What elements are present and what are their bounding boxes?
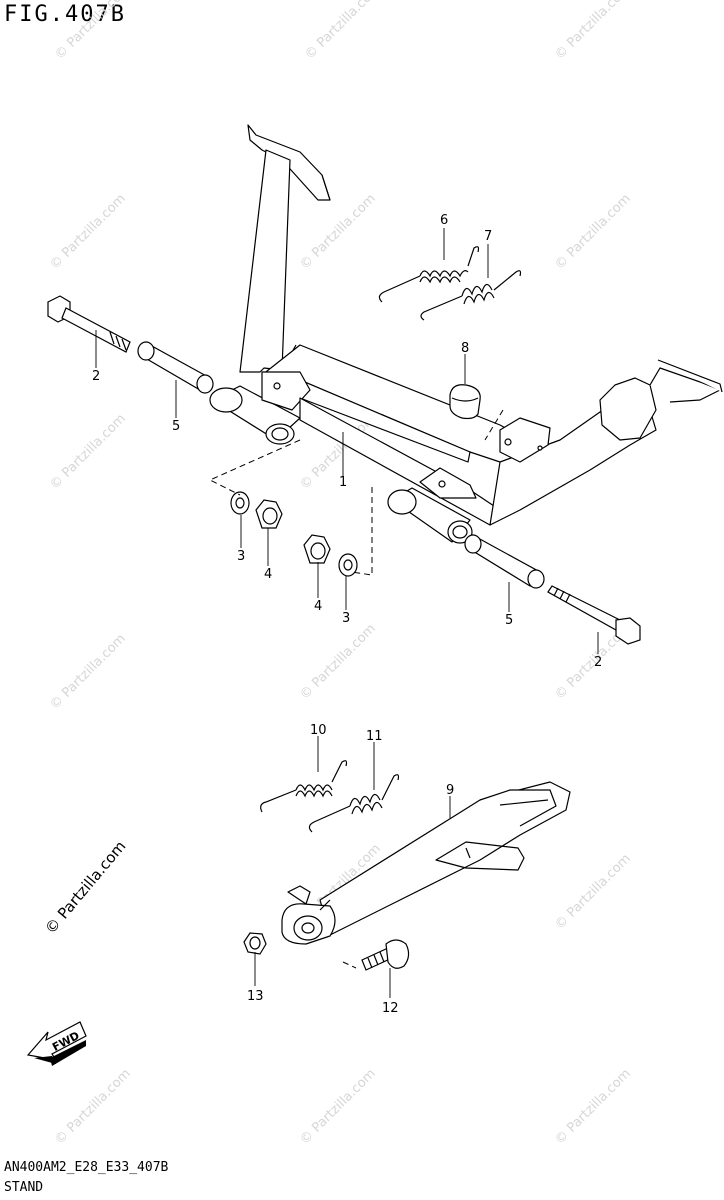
callout-labels: 1 2 2 3 3 4 4 5 5 6 7 8 9 10 11 12 13 [92, 213, 602, 1016]
side-stand [281, 781, 571, 945]
callout-6: 6 [440, 213, 448, 228]
watermark: © Partzilla.com [552, 851, 634, 933]
watermark: © Partzilla.com [552, 1066, 634, 1148]
callout-5: 5 [505, 613, 513, 628]
callout-12: 12 [382, 1001, 399, 1016]
watermark: © Partzilla.com [297, 1066, 379, 1148]
washer-right [338, 553, 358, 577]
watermark: © Partzilla.com [297, 621, 379, 703]
washer-left [230, 491, 250, 515]
callout-4: 4 [314, 599, 322, 614]
side-stand-bolt [361, 939, 410, 971]
callout-3: 3 [237, 549, 245, 564]
watermark: © Partzilla.com [302, 0, 384, 63]
watermark: © Partzilla.com [552, 191, 634, 273]
side-stand-nut [243, 932, 267, 955]
callout-13: 13 [247, 989, 264, 1004]
watermark: © Partzilla.com [47, 191, 129, 273]
watermark: © Partzilla.com [52, 0, 134, 63]
center-stand [209, 124, 723, 544]
spring-10 [260, 760, 348, 813]
callout-1: 1 [339, 475, 347, 490]
collar-right [464, 534, 545, 589]
assembly-guide-lines [208, 409, 504, 969]
watermark: © Partzilla.com [552, 0, 634, 63]
spring-7 [420, 270, 522, 321]
bolt-left [47, 295, 131, 353]
spring-11 [308, 774, 400, 833]
callout-4: 4 [264, 567, 272, 582]
watermark: © Partzilla.com [52, 1066, 134, 1148]
diagram-code: AN400AM2_E28_E33_407B [4, 1160, 169, 1175]
watermark: © Partzilla.com [47, 411, 129, 493]
watermark-prominent: © Partzilla.com [41, 837, 129, 937]
watermark: © Partzilla.com [47, 631, 129, 713]
diagram-description: STAND [4, 1180, 44, 1195]
watermark-grid: © Partzilla.com © Partzilla.com © Partzi… [41, 0, 633, 1148]
callout-8: 8 [461, 341, 469, 356]
callout-2: 2 [92, 369, 100, 384]
callout-11: 11 [366, 729, 383, 744]
callout-3: 3 [342, 611, 350, 626]
callout-7: 7 [484, 229, 492, 244]
callout-2: 2 [594, 655, 602, 670]
nut-left [255, 499, 283, 529]
callout-5: 5 [172, 419, 180, 434]
callout-9: 9 [446, 783, 454, 798]
collar-left [137, 341, 214, 394]
figure-title: FIG.407B [4, 2, 126, 27]
callout-10: 10 [310, 723, 327, 738]
spring-6 [378, 246, 480, 303]
leader-lines [95, 228, 599, 998]
watermark: © Partzilla.com [297, 191, 379, 273]
stopper [449, 384, 481, 420]
fwd-arrow-icon: FWD [26, 1021, 87, 1066]
nut-right [303, 534, 331, 564]
bolt-right [547, 585, 641, 645]
